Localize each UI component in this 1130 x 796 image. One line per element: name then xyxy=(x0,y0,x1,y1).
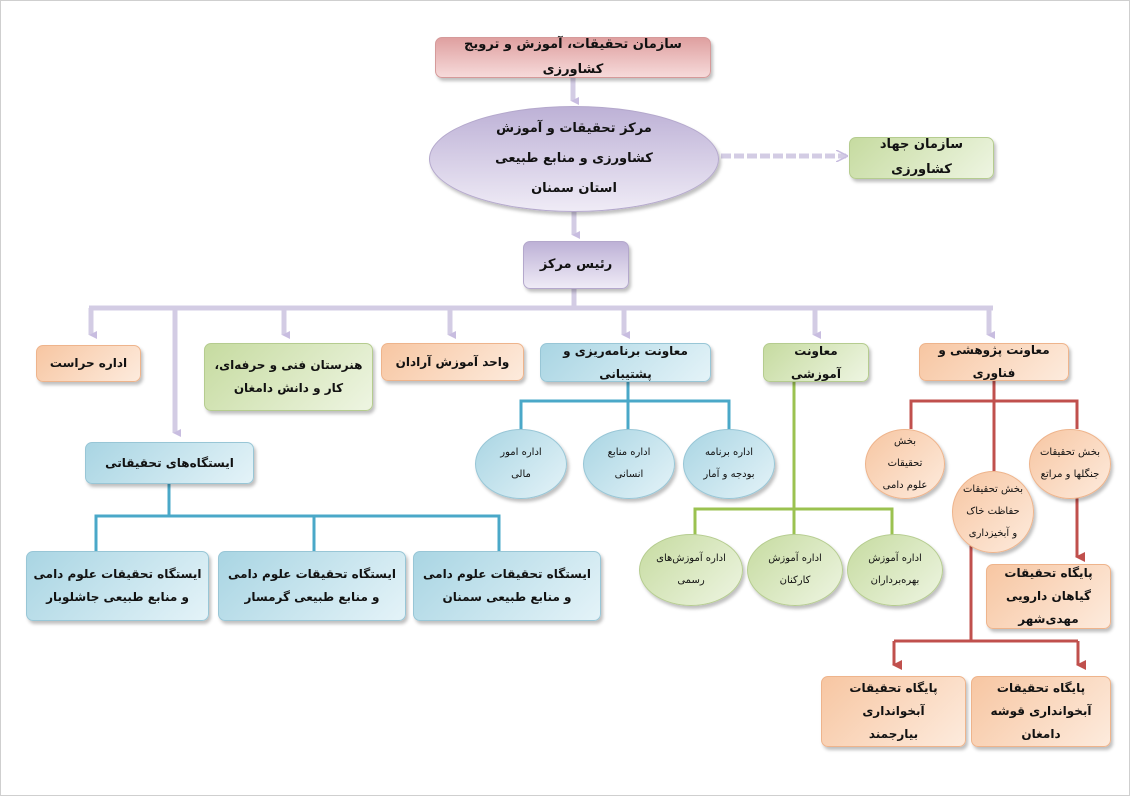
node-ghousheh[interactable]: پایگاه تحقیقات آبخوانداری قوشه دامغان xyxy=(971,676,1111,747)
node-formal-training[interactable]: اداره آموزش‌های رسمی xyxy=(639,534,743,606)
node-biarjomand[interactable]: پایگاه تحقیقات آبخوانداری بیارجمند xyxy=(821,676,966,747)
node-honarestan[interactable]: هنرستان فنی و حرفه‌ای، کار و دانش دامغان xyxy=(204,343,373,411)
node-budget[interactable]: اداره برنامه بودجه و آمار xyxy=(683,429,775,499)
node-aradan[interactable]: واحد آموزش آرادان xyxy=(381,343,524,381)
node-hr[interactable]: اداره منابع انسانی xyxy=(583,429,675,499)
node-station-jasholobar[interactable]: ایستگاه تحقیقات علوم دامی و منابع طبیعی … xyxy=(26,551,209,621)
node-planning-deputy[interactable]: معاونت برنامه‌ریزی و پشتیبانی xyxy=(540,343,711,382)
node-forests[interactable]: بخش تحقیقات جنگلها و مراتع xyxy=(1029,429,1111,499)
node-semnan-center[interactable]: مرکز تحقیقات و آموزش کشاورزی و منابع طبی… xyxy=(429,106,719,212)
node-head[interactable]: رئیس مرکز xyxy=(523,241,629,289)
node-user-training[interactable]: اداره آموزش بهره‌برداران xyxy=(847,534,943,606)
node-research-deputy[interactable]: معاونت پژوهشی و فناوری xyxy=(919,343,1069,381)
node-jahad[interactable]: سازمان جهاد کشاورزی xyxy=(849,137,994,179)
node-areeo[interactable]: سازمان تحقیقات، آموزش و ترویج کشاورزی xyxy=(435,37,711,78)
node-station-garmsar[interactable]: ایستگاه تحقیقات علوم دامی و منابع طبیعی … xyxy=(218,551,406,621)
node-soil-conservation[interactable]: بخش تحقیقات حفاظت خاک و آبخیزداری xyxy=(952,471,1034,553)
node-animal-science[interactable]: بخش تحقیقات علوم دامی xyxy=(865,429,945,499)
node-herasat[interactable]: اداره حراست xyxy=(36,345,141,382)
node-education-deputy[interactable]: معاونت آموزشی xyxy=(763,343,869,382)
node-station-semnan[interactable]: ایستگاه تحقیقات علوم دامی و منابع طبیعی … xyxy=(413,551,601,621)
node-staff-training[interactable]: اداره آموزش کارکنان xyxy=(747,534,843,606)
node-finance[interactable]: اداره امور مالی xyxy=(475,429,567,499)
node-stations[interactable]: ایستگاه‌های تحقیقاتی xyxy=(85,442,254,484)
node-medicinal-plants[interactable]: پایگاه تحقیقات گیاهان دارویی مهدی‌شهر xyxy=(986,564,1111,629)
